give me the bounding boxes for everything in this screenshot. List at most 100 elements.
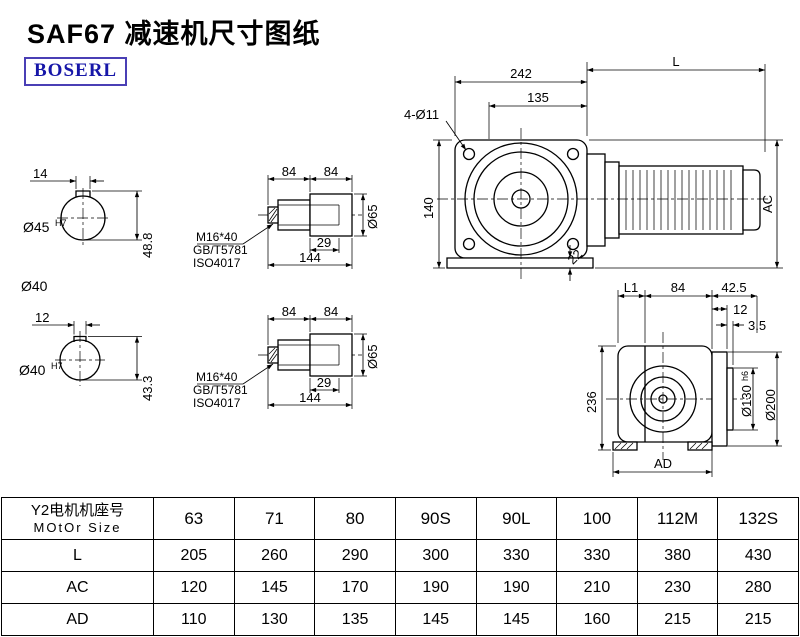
fan-cover <box>742 169 761 231</box>
holes-leader <box>445 120 467 151</box>
dim-84-label: 84 <box>324 164 338 179</box>
dim-144-label: 144 <box>299 390 321 405</box>
table-row-AC: AC 120 145 170 190 190 210 230 280 <box>1 571 799 604</box>
table-cell: 205 <box>153 539 235 572</box>
size-column-header: 63 <box>153 497 235 540</box>
hub-section <box>309 333 353 377</box>
table-cell: 300 <box>394 539 477 572</box>
dim-84-label: 84 <box>671 280 685 295</box>
dimension-table: Y2电机机座号 MOtOr Size 63 71 80 90S 90L 100 … <box>1 497 799 636</box>
row-label: AD <box>1 603 154 636</box>
table-row-L: L 205 260 290 300 330 330 380 430 <box>1 539 799 572</box>
bolt-std-iso-label: ISO4017 <box>193 396 241 410</box>
shaft-end-section <box>277 199 311 231</box>
bolt-hole <box>462 237 476 251</box>
size-column-header: 100 <box>556 497 638 540</box>
dim-29-label: 29 <box>317 375 331 390</box>
hub-section <box>309 193 353 237</box>
dim-12-label: 12 <box>35 310 49 325</box>
table-cell: 190 <box>475 571 558 604</box>
dim-84-label: 84 <box>282 164 296 179</box>
table-cell: 145 <box>233 571 316 604</box>
dia-65-label: Ø65 <box>365 204 380 229</box>
dim-84-label: 84 <box>282 304 296 319</box>
dim-135-label: 135 <box>527 90 549 105</box>
shaft-side-1-dimensions <box>197 175 367 269</box>
table-cell: 135 <box>314 603 396 636</box>
size-column-header: 112M <box>636 497 719 540</box>
table-cell: 145 <box>475 603 558 636</box>
bore-d40-tolerance: H7 <box>51 361 63 371</box>
holes-label: 4-Ø11 <box>404 107 439 122</box>
row-label: L <box>1 539 154 572</box>
table-cell: 280 <box>717 571 799 604</box>
dim-29-label: 29 <box>317 235 331 250</box>
foot <box>687 441 713 451</box>
dim-AD-label: AD <box>654 456 672 471</box>
dia-200-label: Ø200 <box>763 389 778 421</box>
row-label: AC <box>1 571 154 604</box>
table-cell: 215 <box>717 603 799 636</box>
table-cell: 210 <box>556 571 638 604</box>
bore-d45-label: Ø45 <box>23 219 50 235</box>
bolt-spec-label: M16*40 <box>196 230 238 244</box>
bolt-hole <box>566 147 580 161</box>
keyway-lines <box>278 204 340 226</box>
side-view-dimensions <box>598 290 782 477</box>
dia-65-label: Ø65 <box>365 344 380 369</box>
shaft-end-top-dimensions <box>30 176 142 241</box>
motor-body <box>618 165 744 235</box>
dim-242-label: 242 <box>510 66 532 81</box>
table-cell: 160 <box>556 603 638 636</box>
front-view-centerlines <box>437 128 770 282</box>
housing-body <box>617 345 713 443</box>
side-view: L1 84 42.5 12 3.5 236 Ø130 h6 Ø200 AD <box>584 280 782 477</box>
table-cell: 260 <box>233 539 316 572</box>
table-cell: 330 <box>556 539 638 572</box>
output-flange <box>711 351 728 447</box>
shaft-end-view-bottom: 12 Ø40 H7 43.3 <box>19 310 155 401</box>
dim-L1-label: L1 <box>624 280 638 295</box>
table-cell: 380 <box>636 539 719 572</box>
table-cell: 170 <box>314 571 396 604</box>
dim-140-label: 140 <box>421 197 436 219</box>
size-column-header: 132S <box>717 497 799 540</box>
motor-flange <box>586 153 606 247</box>
motor-fins <box>625 170 732 230</box>
bolt-std-gb-label: GB/T5781 <box>193 383 248 397</box>
dia-130-label: Ø130 <box>739 385 754 417</box>
table-cell: 330 <box>475 539 558 572</box>
bolt-spec-label: M16*40 <box>196 370 238 384</box>
bolt-hatch <box>268 347 278 363</box>
size-column-header: 90S <box>394 497 477 540</box>
keyway-lines <box>278 344 340 366</box>
dia-130-tolerance: h6 <box>740 371 750 381</box>
shaft-end-view-top: 14 Ø45 H7 48.8 <box>23 166 155 258</box>
motor <box>586 153 761 247</box>
motor-size-header-cn: Y2电机机座号 <box>30 501 125 519</box>
table-cell: 110 <box>153 603 235 636</box>
size-column-header: 80 <box>314 497 396 540</box>
table-row-AD: AD 110 130 135 145 145 160 215 215 <box>1 603 799 636</box>
table-cell: 190 <box>394 571 477 604</box>
motor-size-header: Y2电机机座号 MOtOr Size <box>1 497 154 540</box>
bore-d45-tolerance: H7 <box>55 218 67 228</box>
dim-48-8-label: 48.8 <box>140 233 155 258</box>
dim-12-label: 12 <box>733 302 747 317</box>
bolt-std-gb-label: GB/T5781 <box>193 243 248 257</box>
dim-84-label: 84 <box>324 304 338 319</box>
dim-144-label: 144 <box>299 250 321 265</box>
brand-logo: BOSERL <box>24 57 128 86</box>
shaft-end-section <box>277 339 311 371</box>
front-view-dimensions <box>433 62 783 281</box>
size-column-header: 90L <box>475 497 558 540</box>
dim-43-3-label: 43.3 <box>140 376 155 401</box>
mounting-foot <box>446 257 594 269</box>
bolt-hole <box>462 147 476 161</box>
dim-AC-label: AC <box>760 195 775 213</box>
label-d40: Ø40 <box>21 278 48 294</box>
shaft-side-2-dimensions <box>197 315 367 409</box>
shaft-side-view-2: 84 84 29 144 Ø65 M16*40 GB/T5781 ISO4017 <box>193 304 380 410</box>
technical-drawing: 242 L 135 4-Ø11 140 22 AC 14 Ø4 <box>19 54 783 477</box>
